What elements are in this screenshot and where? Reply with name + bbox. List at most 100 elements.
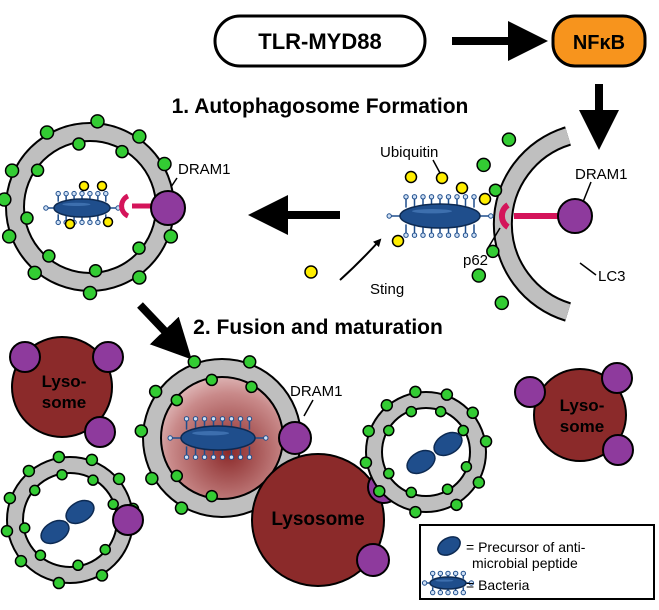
ubiquitin-dot bbox=[102, 216, 114, 228]
lc3-dot bbox=[3, 491, 17, 505]
sting-molecule bbox=[304, 238, 382, 281]
precursor-legend-swatch bbox=[437, 536, 461, 556]
lc3-dot bbox=[205, 489, 219, 503]
lc3-dot bbox=[29, 484, 41, 497]
lc3-dot bbox=[486, 244, 500, 259]
lc3-dot bbox=[457, 424, 469, 437]
lc3-dot bbox=[409, 385, 422, 399]
lc3-dot bbox=[440, 388, 454, 401]
lc3-dot bbox=[95, 569, 109, 582]
lc3-dot bbox=[359, 456, 373, 469]
legend-bacteria: = Bacteria bbox=[466, 577, 530, 593]
svg-text:Lyso-: Lyso- bbox=[560, 396, 605, 415]
lc3-dot bbox=[39, 125, 55, 140]
lc3-dot bbox=[20, 211, 34, 225]
lc3-dot bbox=[18, 522, 31, 534]
lc3-dot bbox=[112, 472, 126, 486]
tlr-myd88-box: TLR-MYD88 bbox=[213, 14, 427, 68]
lc3-dot bbox=[134, 424, 149, 438]
lc3-dot bbox=[82, 285, 98, 301]
ubiquitin-dot bbox=[435, 171, 449, 185]
lysosome-right: Lyso- some bbox=[514, 362, 634, 466]
legend-precursor-line2: microbial peptide bbox=[472, 555, 578, 571]
lc3-dot bbox=[14, 554, 28, 568]
lc3-dot bbox=[90, 114, 105, 129]
lc3-dot bbox=[373, 484, 386, 498]
lc3-dot bbox=[42, 249, 56, 263]
lc3-dot bbox=[170, 469, 184, 483]
dram1-label-fusion: DRAM1 bbox=[290, 383, 343, 400]
amphisome-left bbox=[0, 450, 144, 590]
lc3-dot bbox=[132, 241, 146, 255]
lc3-dot bbox=[242, 355, 257, 369]
lc3-dot bbox=[405, 486, 418, 499]
lc3-dot bbox=[472, 476, 486, 489]
lc3-dot bbox=[380, 399, 394, 412]
lc3-dot bbox=[145, 471, 159, 486]
lc3-dot bbox=[52, 450, 66, 464]
dram1-protein-autophagosome bbox=[150, 190, 186, 226]
autophagosome bbox=[0, 114, 186, 301]
ubiquitin-group bbox=[391, 170, 492, 248]
lc3-dot bbox=[0, 192, 12, 207]
lc3-dot bbox=[0, 524, 14, 538]
ubiquitin-dot bbox=[455, 181, 469, 195]
autolysosome bbox=[134, 355, 302, 518]
lc3-dot bbox=[52, 576, 66, 590]
lc3-dot bbox=[30, 163, 45, 178]
p62-label: p62 bbox=[463, 252, 488, 269]
lc3-dot bbox=[479, 435, 493, 448]
legend: = Precursor of anti- microbial peptide =… bbox=[419, 524, 655, 600]
lc3-dot bbox=[85, 453, 99, 467]
lysosome-large-label: Lysosome bbox=[271, 509, 364, 530]
lc3-dot bbox=[115, 144, 129, 159]
lc3-dot bbox=[1, 229, 17, 244]
dram1-label-phagophore: DRAM1 bbox=[575, 166, 628, 183]
lc3-dot bbox=[488, 183, 503, 197]
lc3-label: LC3 bbox=[598, 268, 626, 285]
lc3-dot bbox=[22, 464, 36, 478]
p62-receptor bbox=[499, 202, 510, 230]
lc3-dot bbox=[205, 373, 219, 387]
lc3-dot bbox=[88, 264, 103, 278]
lc3-dot bbox=[383, 424, 395, 437]
lc3-dot bbox=[34, 549, 47, 561]
lc3-dot bbox=[27, 265, 42, 281]
dram1-protein bbox=[557, 198, 593, 234]
lc3-dot bbox=[99, 543, 111, 556]
ubiquitin-dot bbox=[78, 180, 90, 192]
lc3-dot bbox=[466, 406, 479, 420]
amphisome-right bbox=[359, 385, 493, 519]
nfkb-node: NFκB bbox=[551, 14, 647, 68]
lc3-dot bbox=[441, 483, 454, 495]
svg-text:some: some bbox=[42, 393, 86, 412]
lc3-dot bbox=[170, 393, 184, 407]
lc3-dot bbox=[4, 163, 20, 178]
dram1-label-autophagosome: DRAM1 bbox=[178, 161, 231, 178]
lc3-dot bbox=[362, 424, 375, 438]
lc3-dot bbox=[132, 270, 147, 285]
phagophore bbox=[471, 126, 593, 322]
lc3-dot bbox=[471, 268, 487, 283]
bacteria-free bbox=[386, 194, 494, 238]
ubiquitin-dot bbox=[391, 234, 405, 248]
lc3-dot bbox=[434, 405, 447, 418]
lc3-dot bbox=[132, 129, 147, 144]
lc3-dot bbox=[72, 559, 84, 572]
lc3-dot bbox=[476, 157, 491, 173]
lc3-dot bbox=[157, 156, 172, 172]
ubiquitin-dot bbox=[478, 192, 492, 206]
stage1-title: 1. Autophagosome Formation bbox=[172, 95, 469, 118]
lc3-dot bbox=[494, 295, 510, 311]
ubiquitin-dot bbox=[404, 170, 418, 184]
lc3-dot bbox=[405, 405, 418, 418]
lc3-dot bbox=[245, 380, 258, 394]
nfkb-label: NFκB bbox=[573, 32, 625, 54]
tlr-myd88-label: TLR-MYD88 bbox=[258, 29, 381, 54]
ubiquitin-dot bbox=[64, 218, 76, 230]
lc3-dot bbox=[174, 501, 189, 515]
lc3-dot bbox=[409, 505, 422, 519]
lc3-dot bbox=[501, 132, 517, 147]
